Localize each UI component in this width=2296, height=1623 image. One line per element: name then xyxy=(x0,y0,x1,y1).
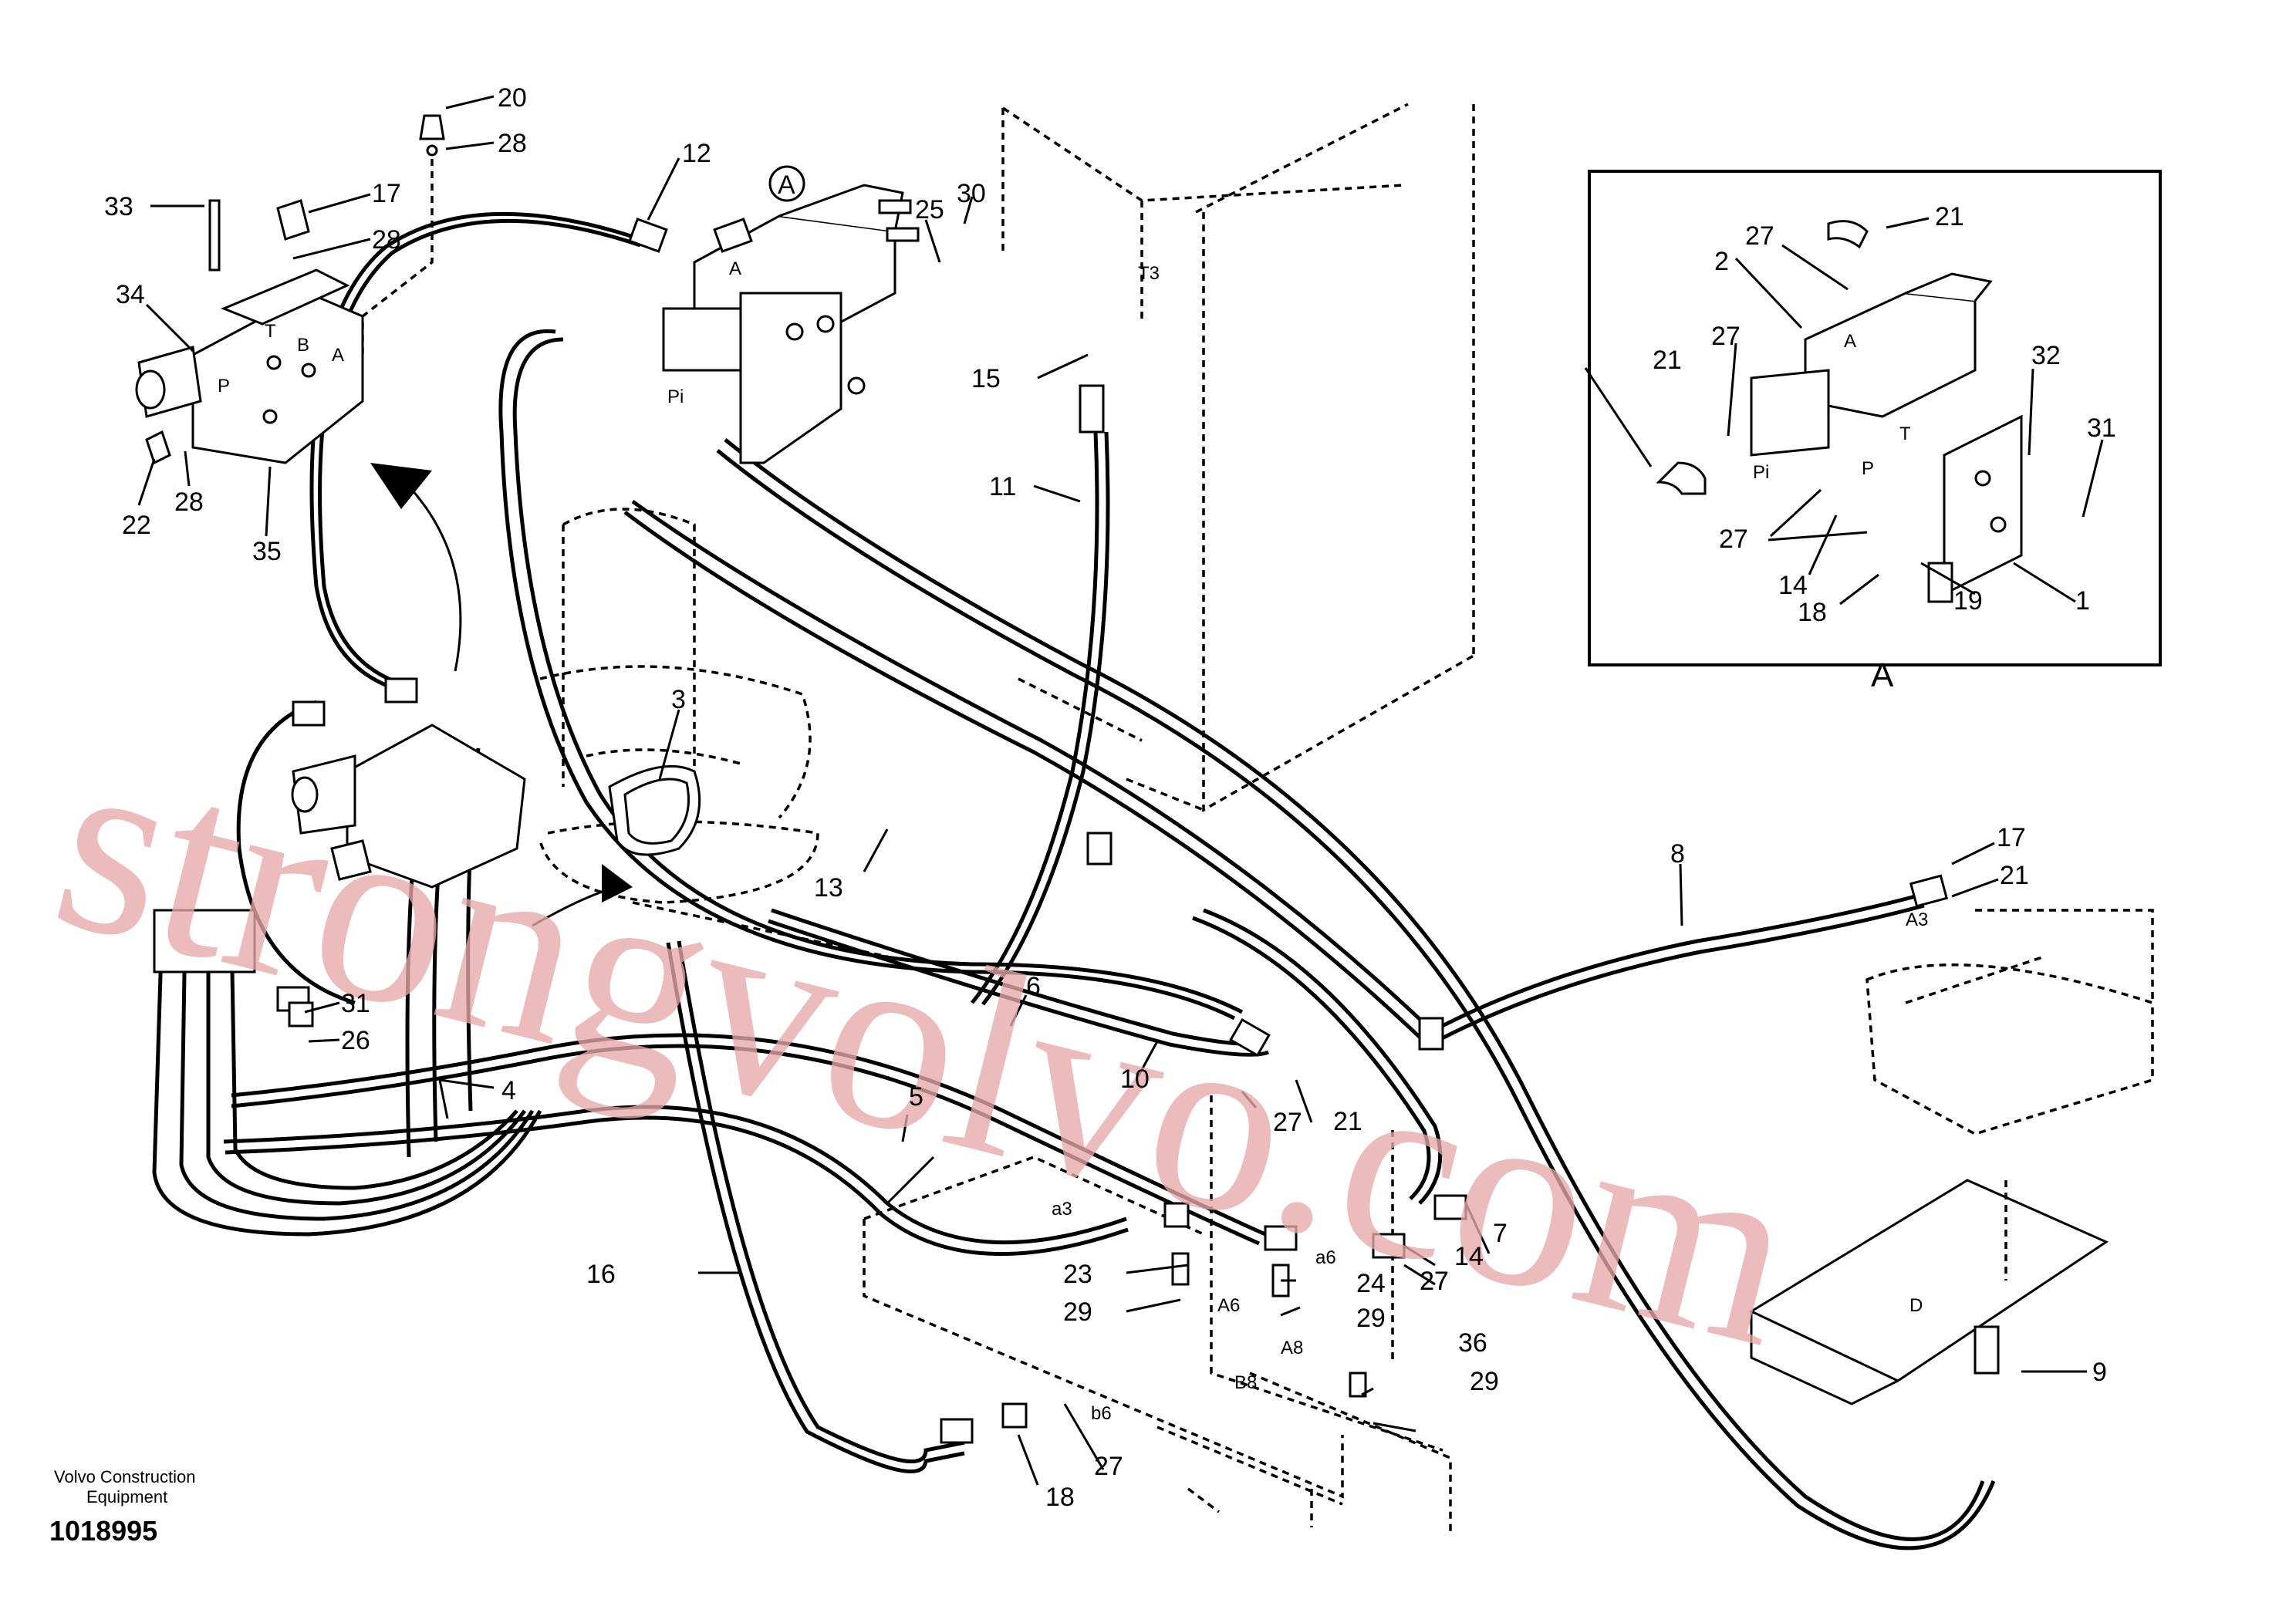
publisher-line-2: Equipment xyxy=(86,1487,168,1507)
callout-35: 35 xyxy=(252,537,282,566)
port-d: D xyxy=(1909,1295,1923,1316)
callout-17b: 17 xyxy=(1997,823,2026,852)
inset-callout-27c: 27 xyxy=(1719,525,1748,554)
port-a6: A6 xyxy=(1217,1295,1240,1316)
machine-frame-outline xyxy=(361,103,2154,1535)
callout-24: 24 xyxy=(1356,1269,1386,1298)
publisher-line-1: Volvo Construction xyxy=(54,1467,196,1486)
bolt-33 xyxy=(208,199,221,272)
watermark-text: strongvolvo.com xyxy=(32,691,1821,1402)
port-a3: A3 xyxy=(1906,909,1928,930)
callout-13: 13 xyxy=(814,873,843,903)
pressure-block-lower xyxy=(291,724,526,889)
port-a3-lower: a3 xyxy=(1052,1199,1072,1220)
callout-29: 29 xyxy=(1063,1297,1092,1327)
callout-18: 18 xyxy=(1045,1483,1075,1512)
inset-port-t: T xyxy=(1899,423,1911,444)
callout-8: 8 xyxy=(1670,839,1685,869)
inset-callout-27b: 27 xyxy=(1711,322,1741,351)
leader-lines xyxy=(137,95,2104,1486)
port-labels: T B A P A Pi T3 a3 a6 A6 A8 B8 b6 A3 D xyxy=(218,258,1928,1424)
direction-arrows xyxy=(370,463,633,927)
port-t: T xyxy=(265,321,276,342)
callout-34: 34 xyxy=(116,280,145,309)
inset-callout-19: 19 xyxy=(1953,586,1983,616)
inset-callout-27: 27 xyxy=(1745,221,1774,251)
callout-27d: 27 xyxy=(1094,1452,1123,1481)
callout-20: 20 xyxy=(498,83,527,113)
grommet xyxy=(608,764,701,856)
callout-4: 4 xyxy=(501,1076,516,1105)
callout-22: 22 xyxy=(122,511,151,540)
callout-11: 11 xyxy=(989,472,1016,501)
callout-21b: 21 xyxy=(1333,1107,1362,1136)
inset-callout-14: 14 xyxy=(1778,571,1808,600)
inset-callout-21b: 21 xyxy=(1653,346,1682,375)
port-b: B xyxy=(297,335,309,356)
inset-callout-2: 2 xyxy=(1714,247,1729,276)
pressure-block-left xyxy=(135,114,445,465)
callout-9: 9 xyxy=(2092,1358,2107,1387)
callout-29b: 29 xyxy=(1356,1304,1386,1333)
valve-stub xyxy=(878,199,912,214)
inset-callout-18: 18 xyxy=(1798,598,1827,627)
port-a8: A8 xyxy=(1281,1338,1303,1358)
callout-3: 3 xyxy=(671,685,686,714)
port-p-left: P xyxy=(218,376,230,396)
main-callouts: 20 28 12 A 25 30 33 17 28 34 15 11 22 28… xyxy=(104,83,2107,1512)
control-valve-d-outline xyxy=(1748,1179,2109,1382)
inset-port-p: P xyxy=(1862,458,1874,479)
callout-a: A xyxy=(778,170,795,200)
port-pi-top: Pi xyxy=(667,386,684,407)
callout-26: 26 xyxy=(341,1026,370,1055)
callout-28c: 28 xyxy=(174,488,204,517)
callout-33: 33 xyxy=(104,192,133,221)
callout-30: 30 xyxy=(957,179,986,208)
callout-12: 12 xyxy=(682,139,711,168)
callout-16: 16 xyxy=(586,1260,616,1289)
inset-caption: A xyxy=(1871,656,1894,694)
callout-17: 17 xyxy=(372,179,401,208)
inset-callout-21: 21 xyxy=(1935,202,1964,231)
hose-fittings xyxy=(153,218,2000,1444)
inset-callout-1: 1 xyxy=(2075,586,2090,616)
callout-5: 5 xyxy=(909,1082,923,1112)
port-t3: T3 xyxy=(1138,263,1160,284)
callout-25: 25 xyxy=(915,195,944,224)
callout-27b: 27 xyxy=(1420,1267,1449,1296)
inset-port-pi: Pi xyxy=(1753,462,1769,483)
inset-port-a: A xyxy=(1844,331,1856,352)
port-b6: b6 xyxy=(1091,1403,1112,1424)
inset-valve-assembly xyxy=(1656,220,2023,603)
callout-14: 14 xyxy=(1454,1242,1484,1271)
port-a6-lower: a6 xyxy=(1315,1247,1336,1268)
callout-28b: 28 xyxy=(372,225,401,255)
detail-inset-frame xyxy=(1588,170,2162,666)
callout-23: 23 xyxy=(1063,1260,1092,1289)
figure-number: 1018995 xyxy=(49,1515,158,1547)
callout-36: 36 xyxy=(1458,1328,1487,1358)
callout-circle-a: A xyxy=(768,165,805,202)
inset-callouts: 21 27 2 27 21 32 31 27 14 18 19 1 A P T … xyxy=(1653,202,2116,694)
callout-15: 15 xyxy=(971,364,1001,393)
port-a-top: A xyxy=(729,258,741,279)
port-a-left: A xyxy=(332,345,344,366)
callout-28: 28 xyxy=(498,129,527,158)
callout-21: 21 xyxy=(2000,861,2029,890)
callout-27c: 27 xyxy=(1420,1267,1449,1296)
callout-6: 6 xyxy=(1026,972,1041,1001)
solenoid-valve-top xyxy=(662,184,920,464)
callout-7: 7 xyxy=(1493,1219,1508,1248)
callout-27: 27 xyxy=(1273,1108,1302,1137)
inset-callout-31: 31 xyxy=(2087,413,2116,443)
callout-31: 31 xyxy=(341,989,370,1018)
port-b8: B8 xyxy=(1234,1372,1257,1393)
inset-callout-32: 32 xyxy=(2031,341,2061,370)
callout-10: 10 xyxy=(1120,1065,1150,1094)
hoses xyxy=(152,211,1996,1550)
callout-29c: 29 xyxy=(1470,1367,1499,1396)
